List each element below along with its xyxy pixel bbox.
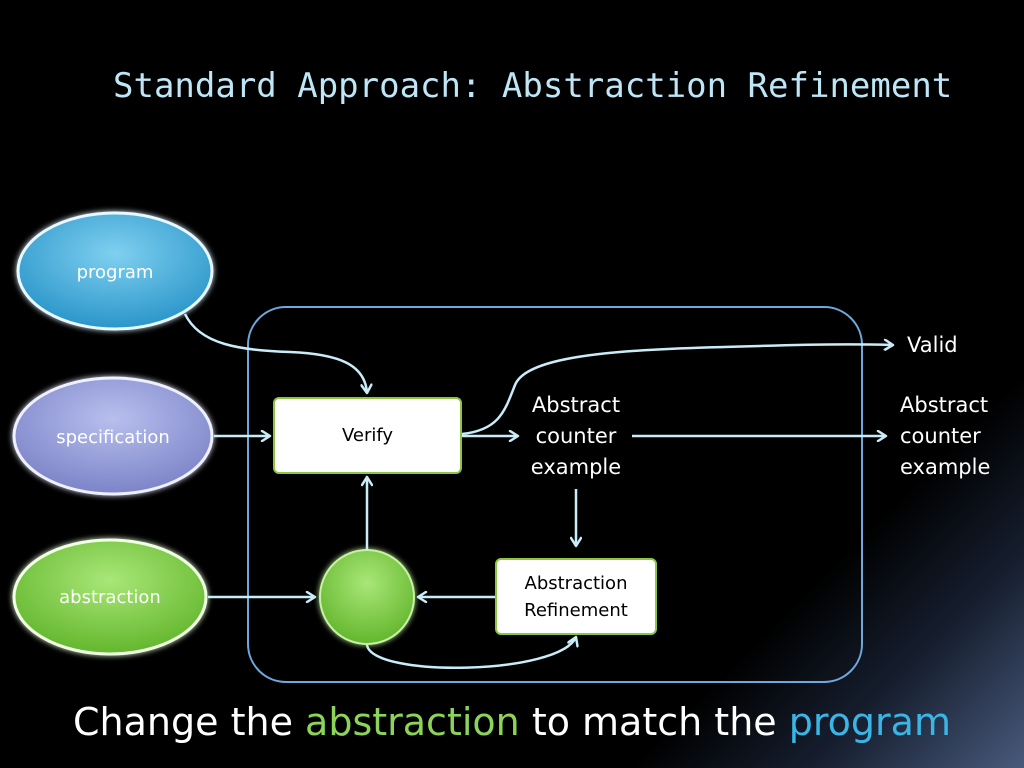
valid-label: Valid [907,333,958,357]
slide-title: Standard Approach: Abstraction Refinemen… [113,66,953,106]
combine-glyph [340,580,394,616]
footer-part1: Change the [73,700,306,744]
cex-inner-line3: example [530,455,622,479]
program-ellipse [16,211,214,331]
verify-label: Verify [341,425,394,446]
footer-abstraction-word: abstraction [305,700,520,744]
cex-outer-line3: example [900,455,991,479]
arrow-combine-to-refinement [365,637,576,670]
cex-outer-line1: Abstract [900,393,989,417]
arrow-verify-to-valid [461,344,893,436]
refinement-loop-container [247,306,863,683]
program-label: program [76,261,154,283]
abstraction-ellipse [12,538,208,656]
footer-program-word: program [788,700,951,744]
abstract-counterexample-outer: Abstract counter example [900,390,990,483]
specification-ellipse [12,376,214,496]
refinement-label-line1: Abstraction [524,572,628,594]
cex-outer-line2: counter [900,424,981,448]
abstraction-refinement-box: Abstraction Refinement [495,558,657,635]
abstract-counterexample-inner: Abstract counter example [520,390,632,483]
specification-label: specification [56,426,170,448]
refinement-label-line2: Refinement [524,599,628,621]
cex-inner-line2: counter [535,424,617,448]
arrow-program-to-verify [183,313,367,393]
cex-inner-line1: Abstract [531,393,621,417]
verify-box: Verify [273,397,462,474]
footer-part3: to match the [519,700,789,744]
abstraction-label: abstraction [59,586,161,608]
footer-caption: Change the abstraction to match the prog… [0,700,1024,744]
